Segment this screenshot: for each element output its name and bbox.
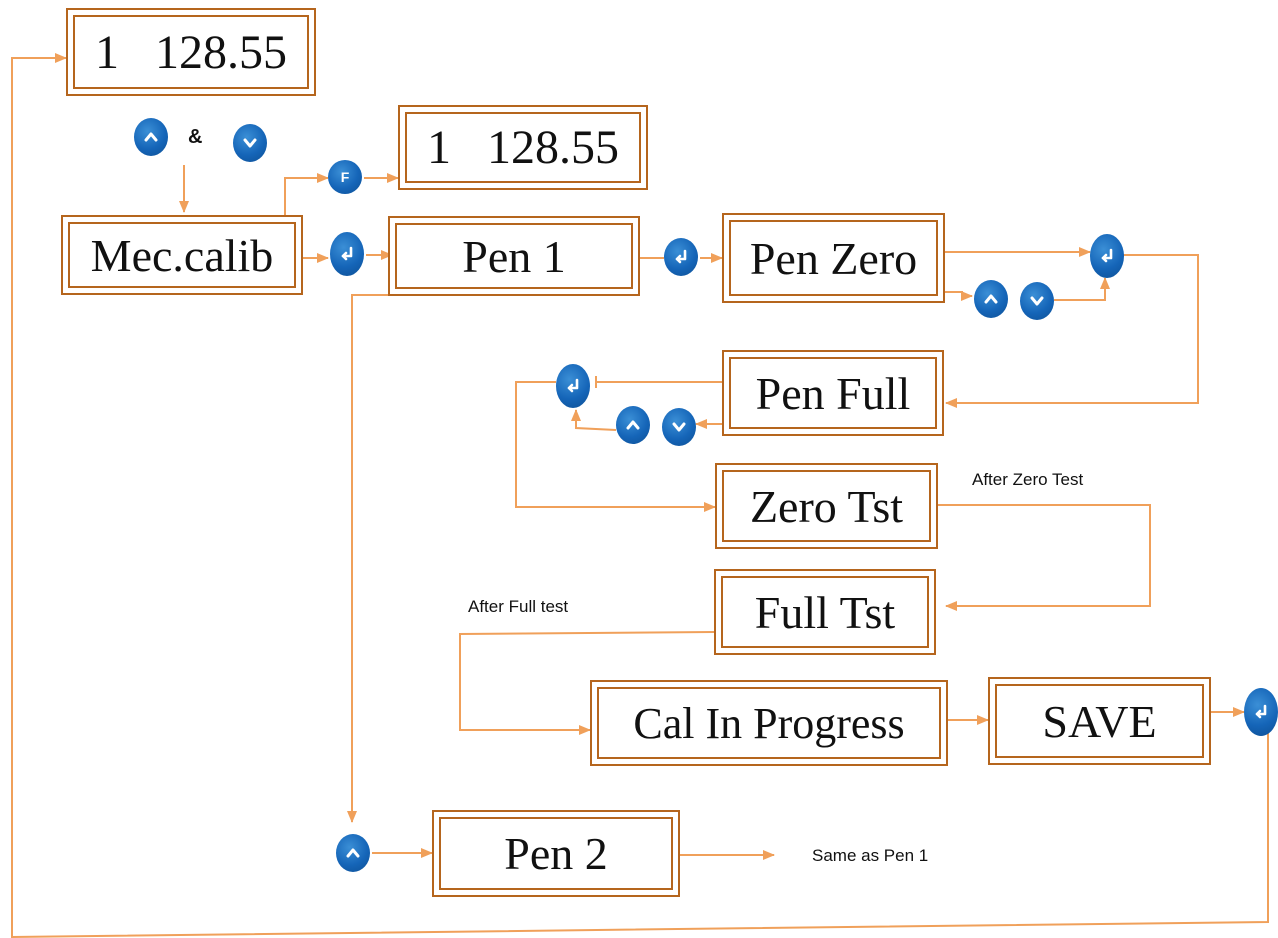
and-label: & xyxy=(188,126,203,148)
updown-to-enter-left-connector xyxy=(571,409,617,431)
loop-connector xyxy=(11,53,1269,938)
function-key-icon: F xyxy=(328,160,362,194)
enter-key-icon xyxy=(664,238,698,276)
enter-to-penfull-connector xyxy=(945,254,1199,408)
mec-to-f-connector xyxy=(284,173,329,215)
after-zero-test-label: After Zero Test xyxy=(972,470,1084,489)
full-tst-text: Full Tst xyxy=(721,576,929,648)
down-key-icon xyxy=(1020,282,1054,320)
display-box-function: 1 128.55 xyxy=(398,105,648,190)
down-key-icon xyxy=(662,408,696,446)
zero-tst-text: Zero Tst xyxy=(722,470,931,542)
pen-zero-box: Pen Zero xyxy=(722,213,945,303)
enter-key-icon xyxy=(1244,688,1278,736)
zerotst-to-fulltst-connector xyxy=(938,504,1151,611)
up-key-icon xyxy=(974,280,1008,318)
pen-full-box: Pen Full xyxy=(722,350,944,436)
display-box-function-text: 1 128.55 xyxy=(405,112,641,183)
zero-tst-box: Zero Tst xyxy=(715,463,938,549)
display-box-top: 1 128.55 xyxy=(66,8,316,96)
pen-zero-text: Pen Zero xyxy=(729,220,938,296)
display-box-top-text: 1 128.55 xyxy=(73,15,309,89)
function-key-letter: F xyxy=(340,169,350,185)
down-key-icon xyxy=(233,124,267,162)
pen1-text: Pen 1 xyxy=(395,223,633,289)
after-full-test-label: After Full test xyxy=(468,597,569,616)
same-as-pen1-label: Same as Pen 1 xyxy=(812,846,929,865)
enter-to-zerotst-connector xyxy=(515,381,716,512)
penzero-to-updown-connector xyxy=(945,291,973,301)
enter-key-icon xyxy=(330,232,364,276)
full-tst-box: Full Tst xyxy=(714,569,936,655)
up-key-icon xyxy=(616,406,650,444)
pen-full-text: Pen Full xyxy=(729,357,937,429)
pen1-box: Pen 1 xyxy=(388,216,640,296)
save-box: SAVE xyxy=(988,677,1211,765)
pen2-box: Pen 2 xyxy=(432,810,680,897)
pen1-to-up-connector xyxy=(347,294,388,823)
up-key-icon xyxy=(336,834,370,872)
fulltst-to-cal-connector xyxy=(459,631,715,735)
cal-in-progress-box: Cal In Progress xyxy=(590,680,948,766)
enter-key-icon xyxy=(556,364,590,408)
cal-in-progress-text: Cal In Progress xyxy=(597,687,941,759)
up-key-icon xyxy=(134,118,168,156)
mec-calib-box: Mec.calib xyxy=(61,215,303,295)
updown-to-enter-connector xyxy=(1054,277,1110,301)
pen2-text: Pen 2 xyxy=(439,817,673,890)
mec-calib-text: Mec.calib xyxy=(68,222,296,288)
save-text: SAVE xyxy=(995,684,1204,758)
enter-key-icon xyxy=(1090,234,1124,278)
